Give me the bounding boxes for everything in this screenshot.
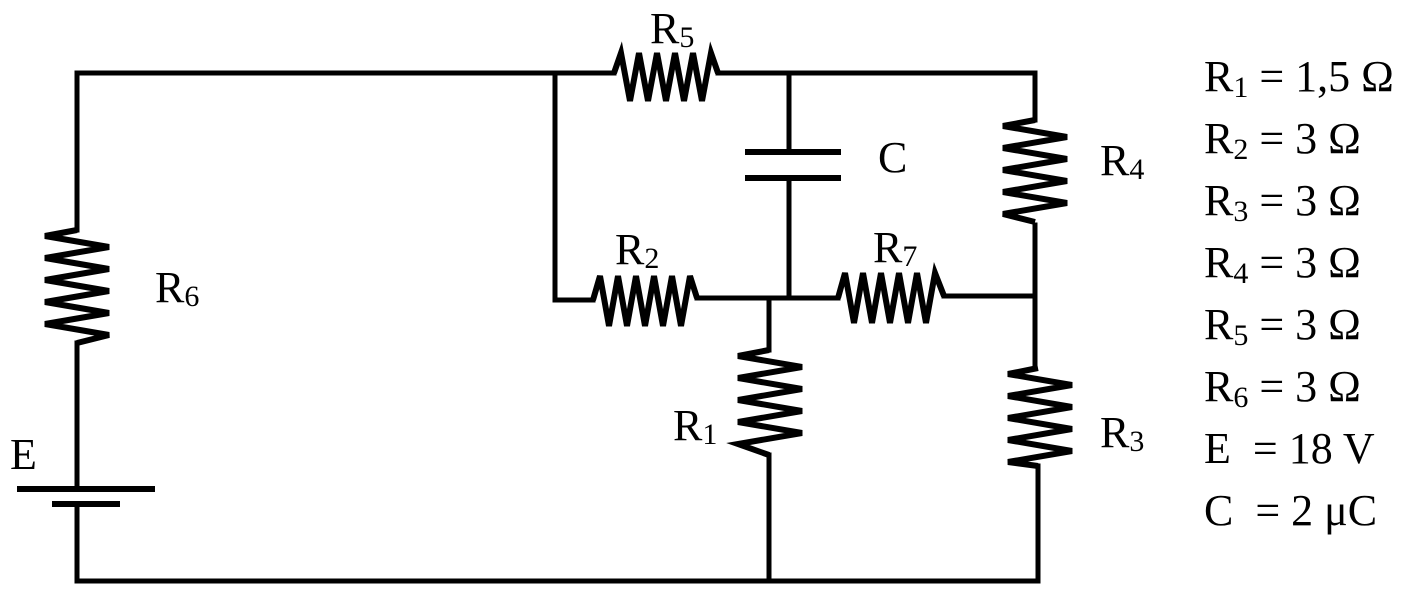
wires [74, 70, 1041, 584]
resistor-r6 [44, 227, 110, 346]
legend-row-c: C = 2 μC [1204, 486, 1378, 535]
label-r5: R5 [650, 4, 694, 54]
component-values-legend: R1 = 1,5 Ω R2 = 3 Ω R3 = 3 Ω R4 = 3 Ω R5… [1204, 46, 1414, 542]
label-r7: R7 [873, 223, 917, 273]
circuit-diagram: R5 C R4 R6 R2 R7 R1 R3 E [10, 4, 1144, 584]
wire-top-right [715, 70, 1038, 123]
legend-row-r5: R5 = 3 Ω [1204, 300, 1361, 352]
resistor-r2 [590, 275, 700, 327]
wire-inner-left-vertical [552, 70, 596, 303]
resistor-r1 [726, 347, 803, 458]
resistor-r7 [835, 262, 947, 324]
label-r4: R4 [1100, 136, 1144, 186]
label-c: C [878, 133, 907, 182]
legend-row-r1: R1 = 1,5 Ω [1204, 52, 1394, 104]
legend-row-r3: R3 = 3 Ω [1204, 176, 1361, 228]
resistor-r5 [611, 41, 721, 102]
label-r2: R2 [615, 225, 659, 275]
resistor-r4 [1002, 117, 1068, 225]
label-r1: R1 [673, 401, 717, 451]
legend-row-e: E = 18 V [1204, 424, 1375, 473]
label-r6: R6 [155, 263, 199, 313]
resistor-r3 [1007, 365, 1073, 469]
legend-row-r4: R4 = 3 Ω [1204, 238, 1361, 290]
battery-e [17, 486, 155, 507]
legend-row-r6: R6 = 3 Ω [1204, 362, 1361, 414]
capacitor-c [745, 149, 841, 181]
legend-row-r2: R2 = 3 Ω [1204, 114, 1361, 166]
label-e: E [10, 430, 37, 479]
label-r3: R3 [1100, 408, 1144, 458]
